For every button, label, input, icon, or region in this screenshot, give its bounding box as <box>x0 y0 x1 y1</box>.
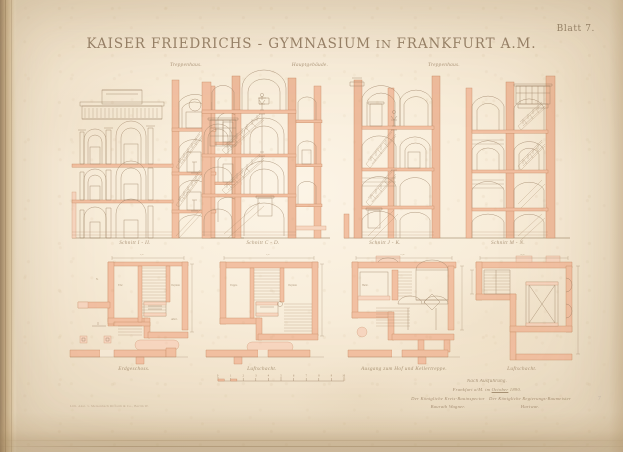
svg-text:0: 0 <box>217 375 219 378</box>
binding-line-1 <box>5 0 6 452</box>
section-drawing-4 <box>462 74 570 241</box>
svg-text:9,20: 9,20 <box>140 254 144 256</box>
page-curl-edge-secondary <box>0 440 623 441</box>
signature-line-1: Nach Ausführung. <box>466 379 508 384</box>
page-title-main: KAISER FRIEDRICHS - GYMNASIUM <box>86 36 371 52</box>
page-curl-edge <box>0 446 623 447</box>
caption-section-4: Schnitt M - N. <box>491 240 525 246</box>
signature-right-name: Hartwar. <box>520 404 540 409</box>
caption-plan-1: Erdgeschoss. <box>118 366 150 372</box>
signature-date-line: Frankfurt a/M. im October 1890. <box>453 387 522 392</box>
page-curl-shadow <box>0 412 623 452</box>
svg-text:Vorplatz.: Vorplatz. <box>171 284 181 287</box>
svg-text:8: 8 <box>318 375 320 378</box>
floor-plan-3: Halle. 11,40 <box>348 254 466 364</box>
caption-treppenhaus-left: Treppenhaus. <box>169 62 203 68</box>
page-title: KAISER FRIEDRICHS - GYMNASIUM IN FRANKFU… <box>0 36 623 52</box>
svg-text:Vorplatz.: Vorplatz. <box>288 284 298 287</box>
caption-plan-2: Luftschacht. <box>247 366 277 372</box>
svg-text:3: 3 <box>255 375 257 378</box>
floor-plan-2: Treppe. Vorplatz. 9,20 <box>214 254 326 362</box>
svg-text:2: 2 <box>243 375 245 378</box>
plate-number-label: Blatt 7. <box>556 24 595 34</box>
caption-plan-3: Ausgang zum Hof und Kellertreppe. <box>360 366 448 372</box>
section-drawing-3 <box>343 74 462 241</box>
caption-treppenhaus-right: Treppenhaus. <box>427 62 461 68</box>
floor-plan-1: Flur. Vorplatz. Abort. 9,20 N. <box>77 254 194 362</box>
svg-text:11,40: 11,40 <box>400 254 404 256</box>
signature-date-month: October <box>491 387 509 392</box>
caption-plan-4: Luftschacht. <box>507 366 537 372</box>
page-title-connector: IN <box>375 37 392 51</box>
svg-text:10,60: 10,60 <box>520 254 525 256</box>
section-drawing-2 <box>201 69 330 240</box>
svg-text:5: 5 <box>280 375 282 378</box>
signature-left-title: Der Königliche Kreis-Bauinspector <box>411 396 485 401</box>
svg-text:7: 7 <box>306 375 308 378</box>
svg-text:N.: N. <box>95 278 99 281</box>
signature-date-year: 1890. <box>509 387 522 392</box>
signature-right-title: Der Königliche Regierungs-Baumeister <box>489 396 571 401</box>
svg-text:10: 10 <box>342 375 345 378</box>
foundation-profile-2 <box>205 348 324 365</box>
svg-text:Treppe.: Treppe. <box>230 284 238 287</box>
svg-text:4: 4 <box>268 375 270 378</box>
lithographer-credit: Lith. Anst. v. Meisenbach Riffarth & Co.… <box>70 404 149 408</box>
right-page-edge <box>609 0 623 452</box>
foundation-profile-1 <box>69 347 188 365</box>
svg-text:9: 9 <box>331 375 333 378</box>
binding-edge <box>0 0 17 452</box>
signature-date-pre: Frankfurt a/M. im <box>452 387 491 392</box>
page-title-place: FRANKFURT A.M. <box>396 36 537 52</box>
svg-text:Halle.: Halle. <box>361 284 369 287</box>
svg-text:1: 1 <box>230 375 232 378</box>
caption-section-2: Schnitt C - D. <box>246 240 280 246</box>
svg-text:9,20: 9,20 <box>266 254 270 256</box>
floor-plan-4: 10,60 <box>470 254 582 364</box>
caption-section-1: Schnitt I - II. <box>119 240 151 246</box>
svg-text:Flur.: Flur. <box>117 284 124 287</box>
svg-text:Abort.: Abort. <box>170 318 178 321</box>
foundation-profile-3 <box>347 348 460 365</box>
svg-text:6: 6 <box>293 375 295 378</box>
pencil-annotation: 7 <box>597 395 602 403</box>
graphic-scale-bar: 0 1 2 3 4 5 6 7 8 9 10 <box>217 374 348 385</box>
caption-hauptgebaeude: Hauptgebäude. <box>291 62 329 68</box>
caption-section-3: Schnitt J - K. <box>369 240 401 246</box>
signature-left-name: Baurath Wagner. <box>430 404 466 409</box>
binding-line-2 <box>11 0 12 452</box>
